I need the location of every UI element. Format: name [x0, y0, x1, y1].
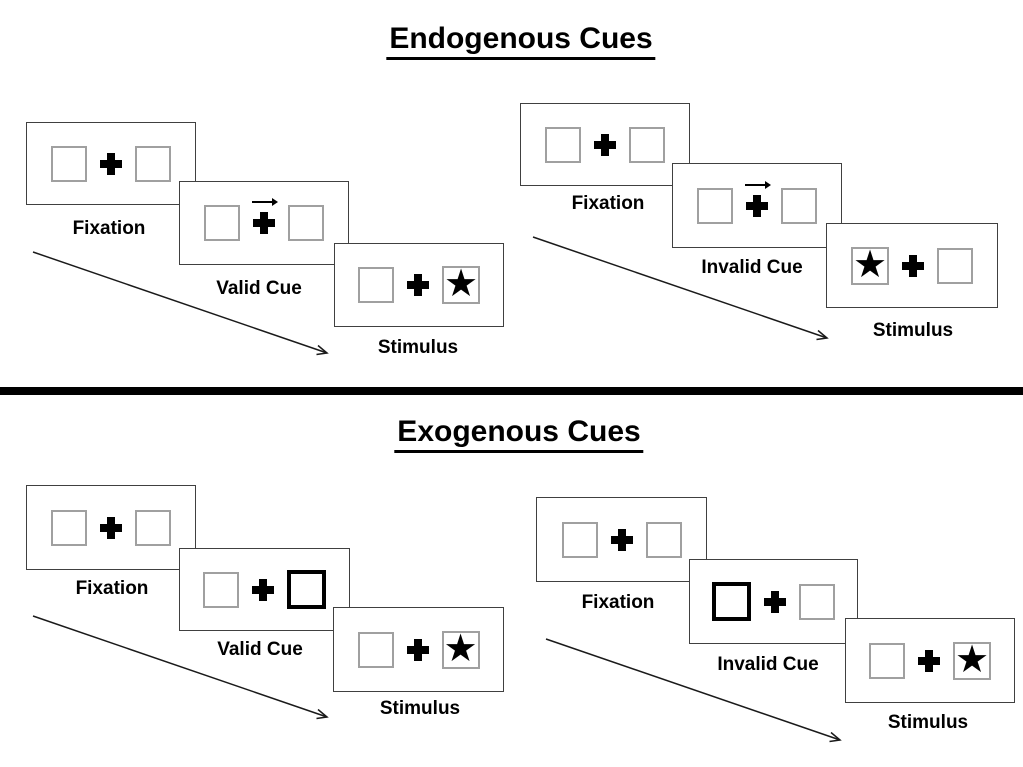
endogenous-valid-fixation-panel [26, 122, 196, 205]
exogenous-invalid-cue-panel [689, 559, 858, 644]
cue-arrow-right-icon [745, 180, 771, 189]
star-stimulus-icon: ★ [443, 263, 479, 305]
placeholder-box-left [204, 205, 240, 241]
endogenous-section-title: Endogenous Cues [386, 22, 656, 60]
stimulus-label: Stimulus [872, 320, 954, 341]
placeholder-box-right [937, 247, 973, 284]
placeholder-box-right [645, 521, 682, 558]
star-stimulus-icon: ★ [954, 638, 990, 681]
placeholder-box-left [561, 521, 598, 558]
placeholder-box-left [203, 571, 239, 608]
fixation-cross-icon [252, 578, 274, 601]
fixation-cross-icon [100, 152, 122, 175]
star-box-right: ★ [953, 638, 991, 681]
placeholder-box-left [545, 126, 581, 163]
star-box-right: ★ [442, 263, 480, 305]
placeholder-box-left [357, 631, 394, 668]
placeholder-box-left [51, 509, 87, 546]
endogenous-invalid-stimulus-panel: ★ [826, 223, 998, 308]
invalid-cue-label: Invalid Cue [717, 654, 819, 675]
fixation-cross-icon [253, 212, 275, 234]
fixation-cross-icon [746, 194, 768, 217]
endogenous-invalid-fixation-panel [520, 103, 690, 186]
endogenous-section-title-wrap: Endogenous Cues [386, 22, 656, 60]
exogenous-invalid-stimulus-panel: ★ [845, 618, 1015, 703]
exogenous-valid-cue-panel [179, 548, 350, 631]
fixation-cross-icon [610, 528, 633, 551]
exogenous-section-title-wrap: Exogenous Cues [394, 415, 644, 453]
exogenous-valid-fixation-panel [26, 485, 196, 570]
exogenous-valid-stimulus-panel: ★ [333, 607, 504, 692]
placeholder-box-right [135, 145, 171, 182]
fixation-cross-icon [764, 590, 786, 613]
endogenous-valid-cue-panel [179, 181, 349, 265]
timeline-arrow [32, 251, 329, 356]
fixation-cross-icon [918, 649, 940, 672]
timeline-arrow [532, 236, 829, 341]
fixation-cross-icon [100, 516, 122, 539]
exogenous-section-title: Exogenous Cues [394, 415, 644, 453]
stimulus-label: Stimulus [377, 337, 459, 358]
fixation-label: Fixation [571, 193, 645, 214]
fixation-cross-icon [594, 133, 616, 156]
star-stimulus-icon: ★ [443, 627, 478, 670]
section-divider [0, 387, 1023, 395]
fixation-label: Fixation [581, 592, 655, 613]
fixation-label: Fixation [72, 218, 146, 239]
valid-cue-label: Valid Cue [216, 278, 302, 299]
fixation-cross-icon [902, 254, 924, 277]
placeholder-box-left [697, 187, 733, 224]
timeline-arrow [545, 638, 842, 743]
stimulus-label: Stimulus [887, 712, 969, 733]
valid-cue-label: Valid Cue [217, 639, 303, 660]
fixation-label: Fixation [75, 578, 149, 599]
fixation-cross-icon [406, 638, 429, 661]
cue-highlight-box-left [712, 582, 751, 621]
placeholder-box-left [358, 267, 394, 303]
star-box-left: ★ [851, 243, 889, 286]
exogenous-invalid-fixation-panel [536, 497, 707, 582]
star-box-right: ★ [441, 627, 480, 670]
placeholder-box-right [629, 126, 665, 163]
placeholder-box-left [51, 145, 87, 182]
invalid-cue-label: Invalid Cue [701, 257, 803, 278]
timeline-arrow [32, 615, 329, 720]
endogenous-invalid-cue-panel [672, 163, 842, 248]
endogenous-valid-stimulus-panel: ★ [334, 243, 504, 327]
placeholder-box-right [799, 583, 835, 620]
fixation-cross-icon [407, 274, 429, 296]
cue-arrow-right-icon [252, 198, 278, 206]
star-stimulus-icon: ★ [852, 243, 888, 286]
cue-highlight-box-right [287, 570, 326, 609]
placeholder-box-right [288, 205, 324, 241]
stimulus-label: Stimulus [379, 698, 461, 719]
placeholder-box-right [135, 509, 171, 546]
placeholder-box-right [781, 187, 817, 224]
placeholder-box-left [869, 642, 905, 679]
